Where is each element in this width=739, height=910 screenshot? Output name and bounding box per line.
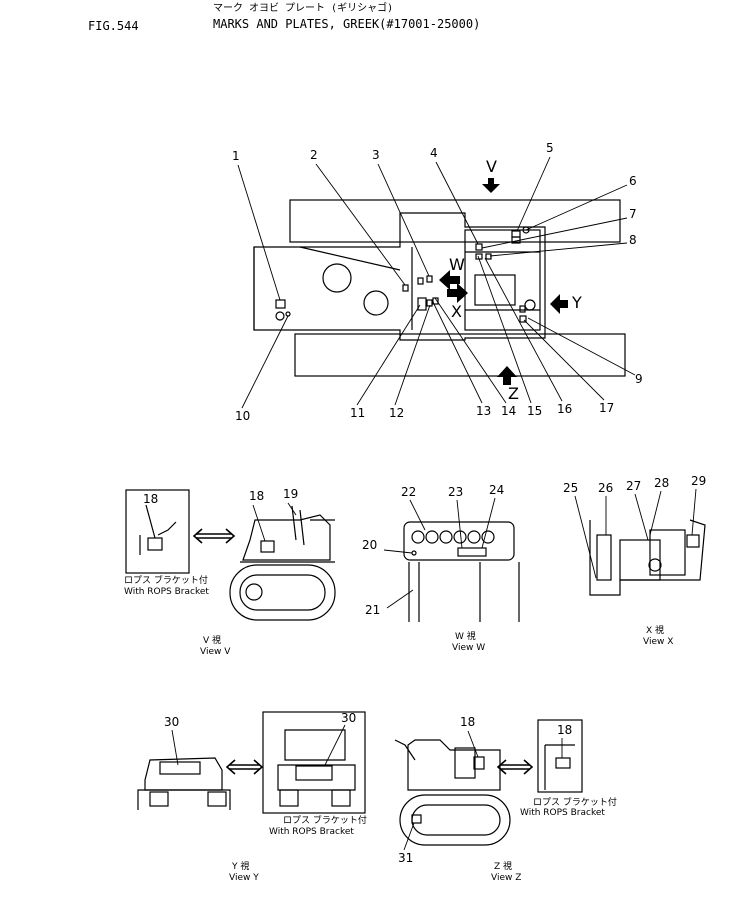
- title-english: MARKS AND PLATES, GREEK(#17001-25000): [213, 17, 481, 31]
- top-view-leaders: [237, 156, 636, 409]
- lower-track: [294, 333, 626, 377]
- callout-14: 14: [501, 404, 517, 418]
- precleaner-cap: [363, 290, 389, 316]
- callout-26: 26: [598, 481, 614, 495]
- callout-11: 11: [350, 406, 366, 420]
- top-view-machine: [253, 199, 626, 377]
- callout-9: 9: [635, 372, 643, 386]
- callout-5: 5: [546, 141, 554, 155]
- callout-13: 13: [476, 404, 492, 418]
- callout-1: 1: [232, 149, 240, 163]
- view-arrow-label-y: Y: [572, 293, 582, 312]
- view-x-caption-en: View X: [643, 637, 674, 647]
- cab-outline: [464, 229, 541, 331]
- rops-caption-jp-y: ロプス ブラケット付: [283, 816, 367, 826]
- rops-caption-en-z: With ROPS Bracket: [520, 808, 605, 818]
- view-z-caption-en: View Z: [491, 873, 522, 883]
- view-v-machine: [229, 502, 336, 621]
- callout-8: 8: [629, 233, 637, 247]
- figure-number: FIG.544: [88, 19, 139, 33]
- callout-19: 19: [283, 487, 299, 501]
- rops-inset-frame-v: [125, 489, 190, 574]
- view-y-inset: [262, 711, 366, 814]
- callout-18-view-z: 18: [460, 715, 476, 729]
- callout-17: 17: [599, 401, 615, 415]
- view-w-panel: [383, 497, 520, 622]
- arrow-z-icon: [497, 366, 517, 385]
- callout-18-inset-v: 18: [143, 492, 159, 506]
- double-arrow-v: [192, 528, 236, 544]
- arrow-y-icon: [550, 294, 568, 314]
- view-v-caption-en: View V: [200, 647, 231, 657]
- view-arrow-label-w: W: [449, 255, 465, 274]
- view-v-inset: [125, 489, 190, 574]
- callout-20: 20: [362, 538, 378, 552]
- view-y-caption-jp: Y 視: [232, 862, 250, 872]
- callout-15: 15: [527, 404, 543, 418]
- view-arrow-label-z: Z: [508, 384, 519, 403]
- view-y-caption-en: View Y: [229, 873, 259, 883]
- callout-28: 28: [654, 476, 670, 490]
- rops-inset-frame-y: [262, 711, 366, 814]
- callout-21: 21: [365, 603, 381, 617]
- arrow-w-icon: [439, 270, 460, 290]
- title-japanese: マーク オヨビ プレート (ギリシャゴ): [213, 3, 394, 14]
- view-x-caption-jp: X 視: [646, 626, 665, 636]
- rops-caption-en-v: With ROPS Bracket: [124, 587, 209, 597]
- view-w-caption-jp: W 視: [455, 632, 476, 642]
- view-y-machine: [137, 729, 231, 810]
- double-arrow-z: [496, 759, 534, 775]
- callout-16: 16: [557, 402, 573, 416]
- view-x-machine: [574, 488, 706, 596]
- callout-2: 2: [310, 148, 318, 162]
- rops-caption-jp-v: ロプス ブラケット付: [124, 576, 208, 586]
- callout-29: 29: [691, 474, 707, 488]
- callout-22: 22: [401, 485, 417, 499]
- arrow-v-icon: [482, 178, 500, 193]
- upper-track: [289, 199, 621, 243]
- callout-25: 25: [563, 481, 579, 495]
- rops-caption-en-y: With ROPS Bracket: [269, 827, 354, 837]
- callout-12: 12: [389, 406, 405, 420]
- rops-caption-jp-z: ロプス ブラケット付: [533, 798, 617, 808]
- callout-3: 3: [372, 148, 380, 162]
- callout-18-view-v: 18: [249, 489, 265, 503]
- callout-24: 24: [489, 483, 505, 497]
- view-w-caption-en: View W: [452, 643, 486, 653]
- view-z-caption-jp: Z 視: [494, 862, 513, 872]
- callout-23: 23: [448, 485, 464, 499]
- callout-30-view-y: 30: [164, 715, 180, 729]
- callout-7: 7: [629, 207, 637, 221]
- callout-30-inset-y: 30: [341, 711, 357, 725]
- view-v-caption-jp: V 視: [203, 636, 222, 646]
- view-arrow-label-x: X: [451, 302, 462, 321]
- arrow-x-icon: [447, 283, 468, 303]
- callout-31: 31: [398, 851, 414, 865]
- muffler-cap: [322, 263, 352, 293]
- view-z-machine: [394, 730, 511, 851]
- view-z-inset: [537, 719, 583, 793]
- double-arrow-y: [225, 759, 264, 775]
- rops-inset-frame-z: [537, 719, 583, 793]
- callout-10: 10: [235, 409, 251, 423]
- callout-27: 27: [626, 479, 642, 493]
- view-arrows: [439, 178, 568, 385]
- instrument-panel: [403, 521, 515, 561]
- callout-18-inset-z: 18: [557, 723, 573, 737]
- callout-6: 6: [629, 174, 637, 188]
- view-arrow-label-v: V: [486, 157, 497, 176]
- callout-4: 4: [430, 146, 438, 160]
